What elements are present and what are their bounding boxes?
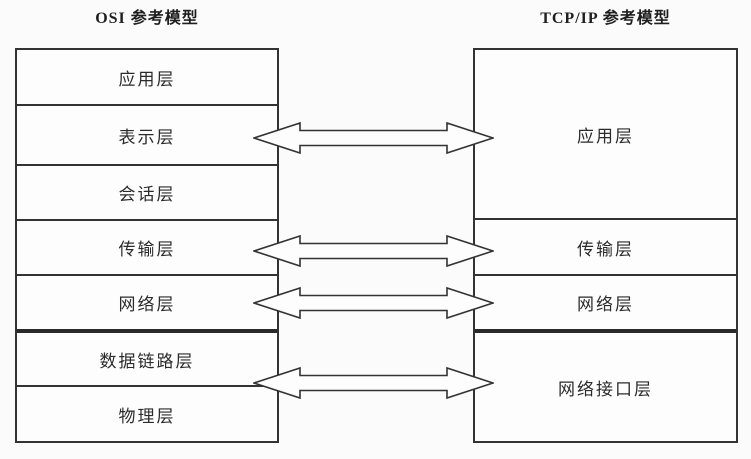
double-arrow-datalink-network-interface-icon — [253, 366, 494, 400]
osi-layer-application: 应用层 — [118, 69, 176, 89]
osi-layer-datalink: 数据链路层 — [17, 329, 277, 385]
tcpip-layer-network: 网络层 — [475, 274, 736, 329]
tcpip-layer-network-interface: 网络接口层 — [475, 329, 736, 441]
osi-model-title: OSI 参考模型 — [95, 10, 199, 27]
double-arrow-presentation-application-icon — [253, 121, 494, 155]
tcpip-model-title: TCP/IP 参考模型 — [540, 10, 671, 27]
osi-layer-network: 网络层 — [17, 274, 277, 329]
osi-layer-presentation: 表示层 — [17, 104, 277, 164]
osi-layer-physical: 物理层 — [17, 385, 277, 441]
double-arrow-network-icon — [253, 286, 494, 320]
tcpip-layer-transport: 传输层 — [475, 218, 736, 274]
tcpip-model-box: 应用层 传输层 网络层 网络接口层 — [473, 48, 738, 443]
osi-layer-session: 会话层 — [17, 164, 277, 219]
osi-model-box: 应用层 表示层 会话层 传输层 网络层 数据链路层 物理层 — [15, 48, 279, 443]
double-arrow-transport-icon — [253, 234, 494, 268]
tcpip-layer-application: 应用层 — [577, 126, 634, 146]
osi-layer-transport: 传输层 — [17, 219, 277, 274]
